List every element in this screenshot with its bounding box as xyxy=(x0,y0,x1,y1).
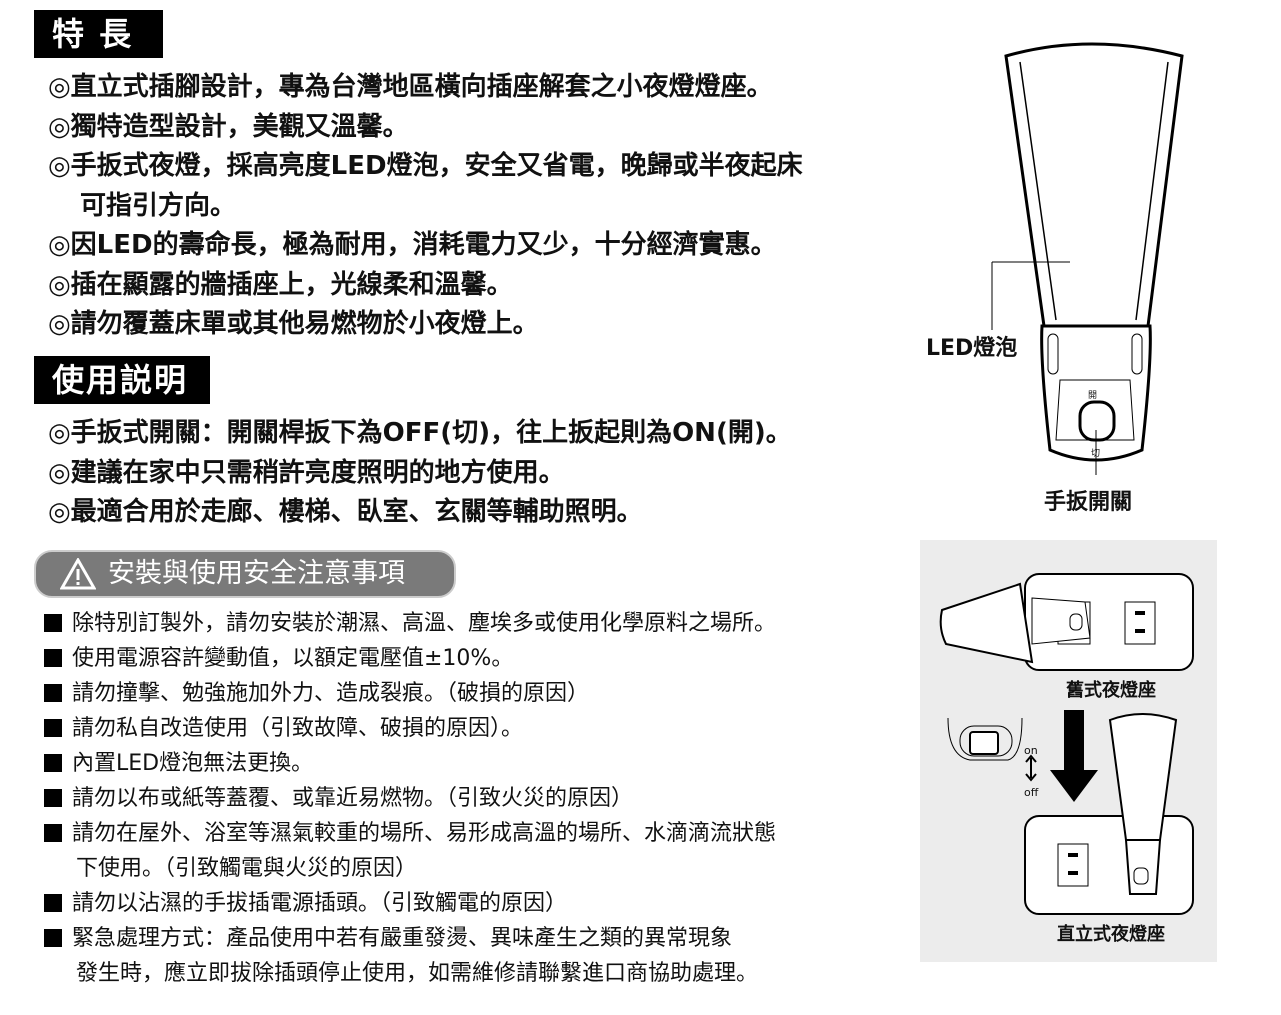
feature-item: ◎手扳式夜燈，採高亮度LED燈泡，安全又省電，晚歸或半夜起床可指引方向。 xyxy=(48,147,803,226)
safety-item: 使用電源容許變動值，以額定電壓值±10%。 xyxy=(44,641,776,676)
old-socket-label: 舊式夜燈座 xyxy=(1066,680,1156,701)
usage-heading: 使用説明 xyxy=(34,356,210,404)
safety-text: 緊急處理方式：產品使用中若有嚴重發燙、異味產生之類的異常現象 xyxy=(72,926,733,951)
safety-text: 除特別訂製外，請勿安裝於潮濕、高溫、塵埃多或使用化學原料之場所。 xyxy=(72,611,777,636)
safety-item: 內置LED燈泡無法更換。 xyxy=(44,746,776,781)
features-heading: 特 長 xyxy=(34,10,163,58)
safety-item: 請勿以沾濕的手拔插電源插頭。（引致觸電的原因） xyxy=(44,886,776,921)
usage-item: ◎最適合用於走廊、樓梯、臥室、玄關等輔助照明。 xyxy=(48,497,643,527)
switch-off-label: 切 xyxy=(1091,449,1101,459)
feature-text: ◎因LED的壽命長，極為耐用，消耗電力又少，十分經濟實惠。 xyxy=(48,230,777,260)
safety-item: 請勿撞擊、勉強施加外力、造成裂痕。（破損的原因） xyxy=(44,676,776,711)
safety-text: 請勿以布或紙等蓋覆、或靠近易燃物。（引致火災的原因） xyxy=(72,786,634,811)
safety-text-cont: 下使用。（引致觸電與火災的原因） xyxy=(76,856,418,881)
usage-item: ◎建議在家中只需稍許亮度照明的地方使用。 xyxy=(48,457,565,488)
bullet-square-icon xyxy=(44,824,62,842)
switch-on-label: 開 xyxy=(1088,391,1098,401)
feature-text-cont: 可指引方向。 xyxy=(80,190,237,221)
safety-text: 請勿以沾濕的手拔插電源插頭。（引致觸電的原因） xyxy=(72,891,568,916)
on-label: on xyxy=(1024,744,1038,757)
usage-item: ◎手扳式開關：開關桿扳下為OFF(切)，往上扳起則為ON(開)。 xyxy=(48,418,792,448)
night-light-illustration xyxy=(991,42,1184,475)
feature-item: ◎直立式插腳設計，專為台灣地區橫向插座解套之小夜燈燈座。 xyxy=(48,68,803,108)
socket-comparison-illustration xyxy=(939,573,1194,915)
warning-icon xyxy=(60,558,96,590)
bullet-square-icon xyxy=(44,929,62,947)
safety-text: 請勿私自改造使用（引致故障、破損的原因）。 xyxy=(72,716,524,741)
safety-item: 請勿私自改造使用（引致故障、破損的原因）。 xyxy=(44,711,776,746)
feature-text: ◎請勿覆蓋床單或其他易燃物於小夜燈上。 xyxy=(48,309,539,339)
bullet-square-icon xyxy=(44,754,62,772)
usage-list: ◎手扳式開關：開關桿扳下為OFF(切)，往上扳起則為ON(開)。 ◎建議在家中只… xyxy=(48,414,792,533)
bullet-square-icon xyxy=(44,719,62,737)
bullet-square-icon xyxy=(44,894,62,912)
upright-socket-label: 直立式夜燈座 xyxy=(1057,924,1165,945)
bullet-square-icon xyxy=(44,684,62,702)
safety-item: 除特別訂製外，請勿安裝於潮濕、高溫、塵埃多或使用化學原料之場所。 xyxy=(44,606,776,641)
feature-item: ◎請勿覆蓋床單或其他易燃物於小夜燈上。 xyxy=(48,305,803,345)
feature-item: ◎獨特造型設計，美觀又溫馨。 xyxy=(48,108,803,148)
feature-item: ◎因LED的壽命長，極為耐用，消耗電力又少，十分經濟實惠。 xyxy=(48,226,803,266)
feature-text: ◎插在顯露的牆插座上，光線柔和溫馨。 xyxy=(48,269,513,300)
off-label: off xyxy=(1024,786,1039,799)
bullet-square-icon xyxy=(44,649,62,667)
safety-text: 內置LED燈泡無法更換。 xyxy=(72,751,314,776)
bullet-square-icon xyxy=(44,614,62,632)
feature-text: ◎直立式插腳設計，專為台灣地區橫向插座解套之小夜燈燈座。 xyxy=(48,72,773,102)
safety-text: 請勿在屋外、浴室等濕氣較重的場所、易形成高溫的場所、水滴滴流狀態 xyxy=(72,821,777,846)
safety-heading: 安裝與使用安全注意事項 xyxy=(34,550,456,598)
safety-item: 請勿以布或紙等蓋覆、或靠近易燃物。（引致火災的原因） xyxy=(44,781,776,816)
safety-list: 除特別訂製外，請勿安裝於潮濕、高溫、塵埃多或使用化學原料之場所。 使用電源容許變… xyxy=(44,606,776,991)
features-list: ◎直立式插腳設計，專為台灣地區橫向插座解套之小夜燈燈座。 ◎獨特造型設計，美觀又… xyxy=(48,68,803,345)
safety-text: 請勿撞擊、勉強施加外力、造成裂痕。（破損的原因） xyxy=(72,681,590,706)
switch-label: 手扳開關 xyxy=(1044,490,1133,515)
bullet-square-icon xyxy=(44,789,62,807)
safety-text: 使用電源容許變動值，以額定電壓值±10%。 xyxy=(72,646,514,671)
safety-item: 緊急處理方式：產品使用中若有嚴重發燙、異味產生之類的異常現象發生時，應立即拔除插… xyxy=(44,921,776,991)
feature-text: ◎手扳式夜燈，採高亮度LED燈泡，安全又省電，晚歸或半夜起床 xyxy=(48,151,803,181)
feature-item: ◎插在顯露的牆插座上，光線柔和溫馨。 xyxy=(48,266,803,306)
installation-diagram: 舊式夜燈座 on off 直立式夜燈座 xyxy=(920,540,1217,962)
led-bulb-label: LED燈泡 xyxy=(926,336,1018,361)
safety-item: 請勿在屋外、浴室等濕氣較重的場所、易形成高溫的場所、水滴滴流狀態下使用。（引致觸… xyxy=(44,816,776,886)
safety-text-cont: 發生時，應立即拔除插頭停止使用，如需維修請聯繫進口商協助處理。 xyxy=(76,961,759,986)
safety-heading-text: 安裝與使用安全注意事項 xyxy=(108,558,405,589)
feature-text: ◎獨特造型設計，美觀又溫馨。 xyxy=(48,111,409,142)
